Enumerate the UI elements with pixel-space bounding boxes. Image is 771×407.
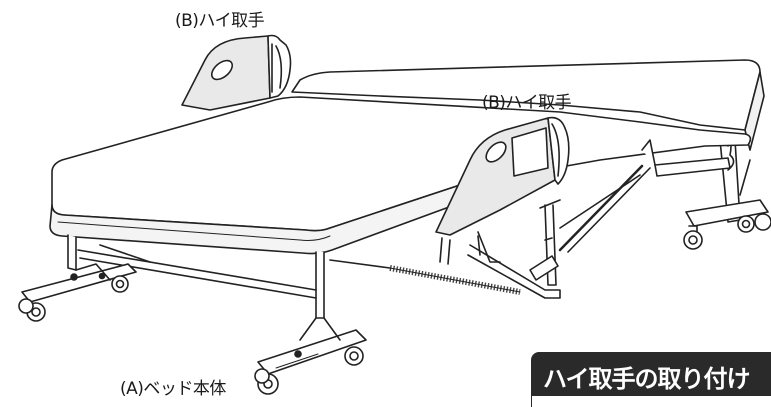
section-box xyxy=(531,396,771,407)
label-handle-left: (B)ハイ取手 xyxy=(175,11,265,31)
rear-frame xyxy=(641,131,771,250)
section-title: ハイ取手の取り付け xyxy=(543,365,751,393)
center-frame xyxy=(467,139,656,299)
section-header: ハイ取手の取り付け xyxy=(531,352,771,396)
handle-left xyxy=(181,34,292,111)
spring xyxy=(389,265,521,295)
handle-right xyxy=(435,116,570,265)
label-handle-right: (B)ハイ取手 xyxy=(482,93,572,113)
front-frame xyxy=(18,234,391,395)
label-bed-body: (A)ベッド本体 xyxy=(120,379,226,399)
front-mattress xyxy=(49,96,752,255)
